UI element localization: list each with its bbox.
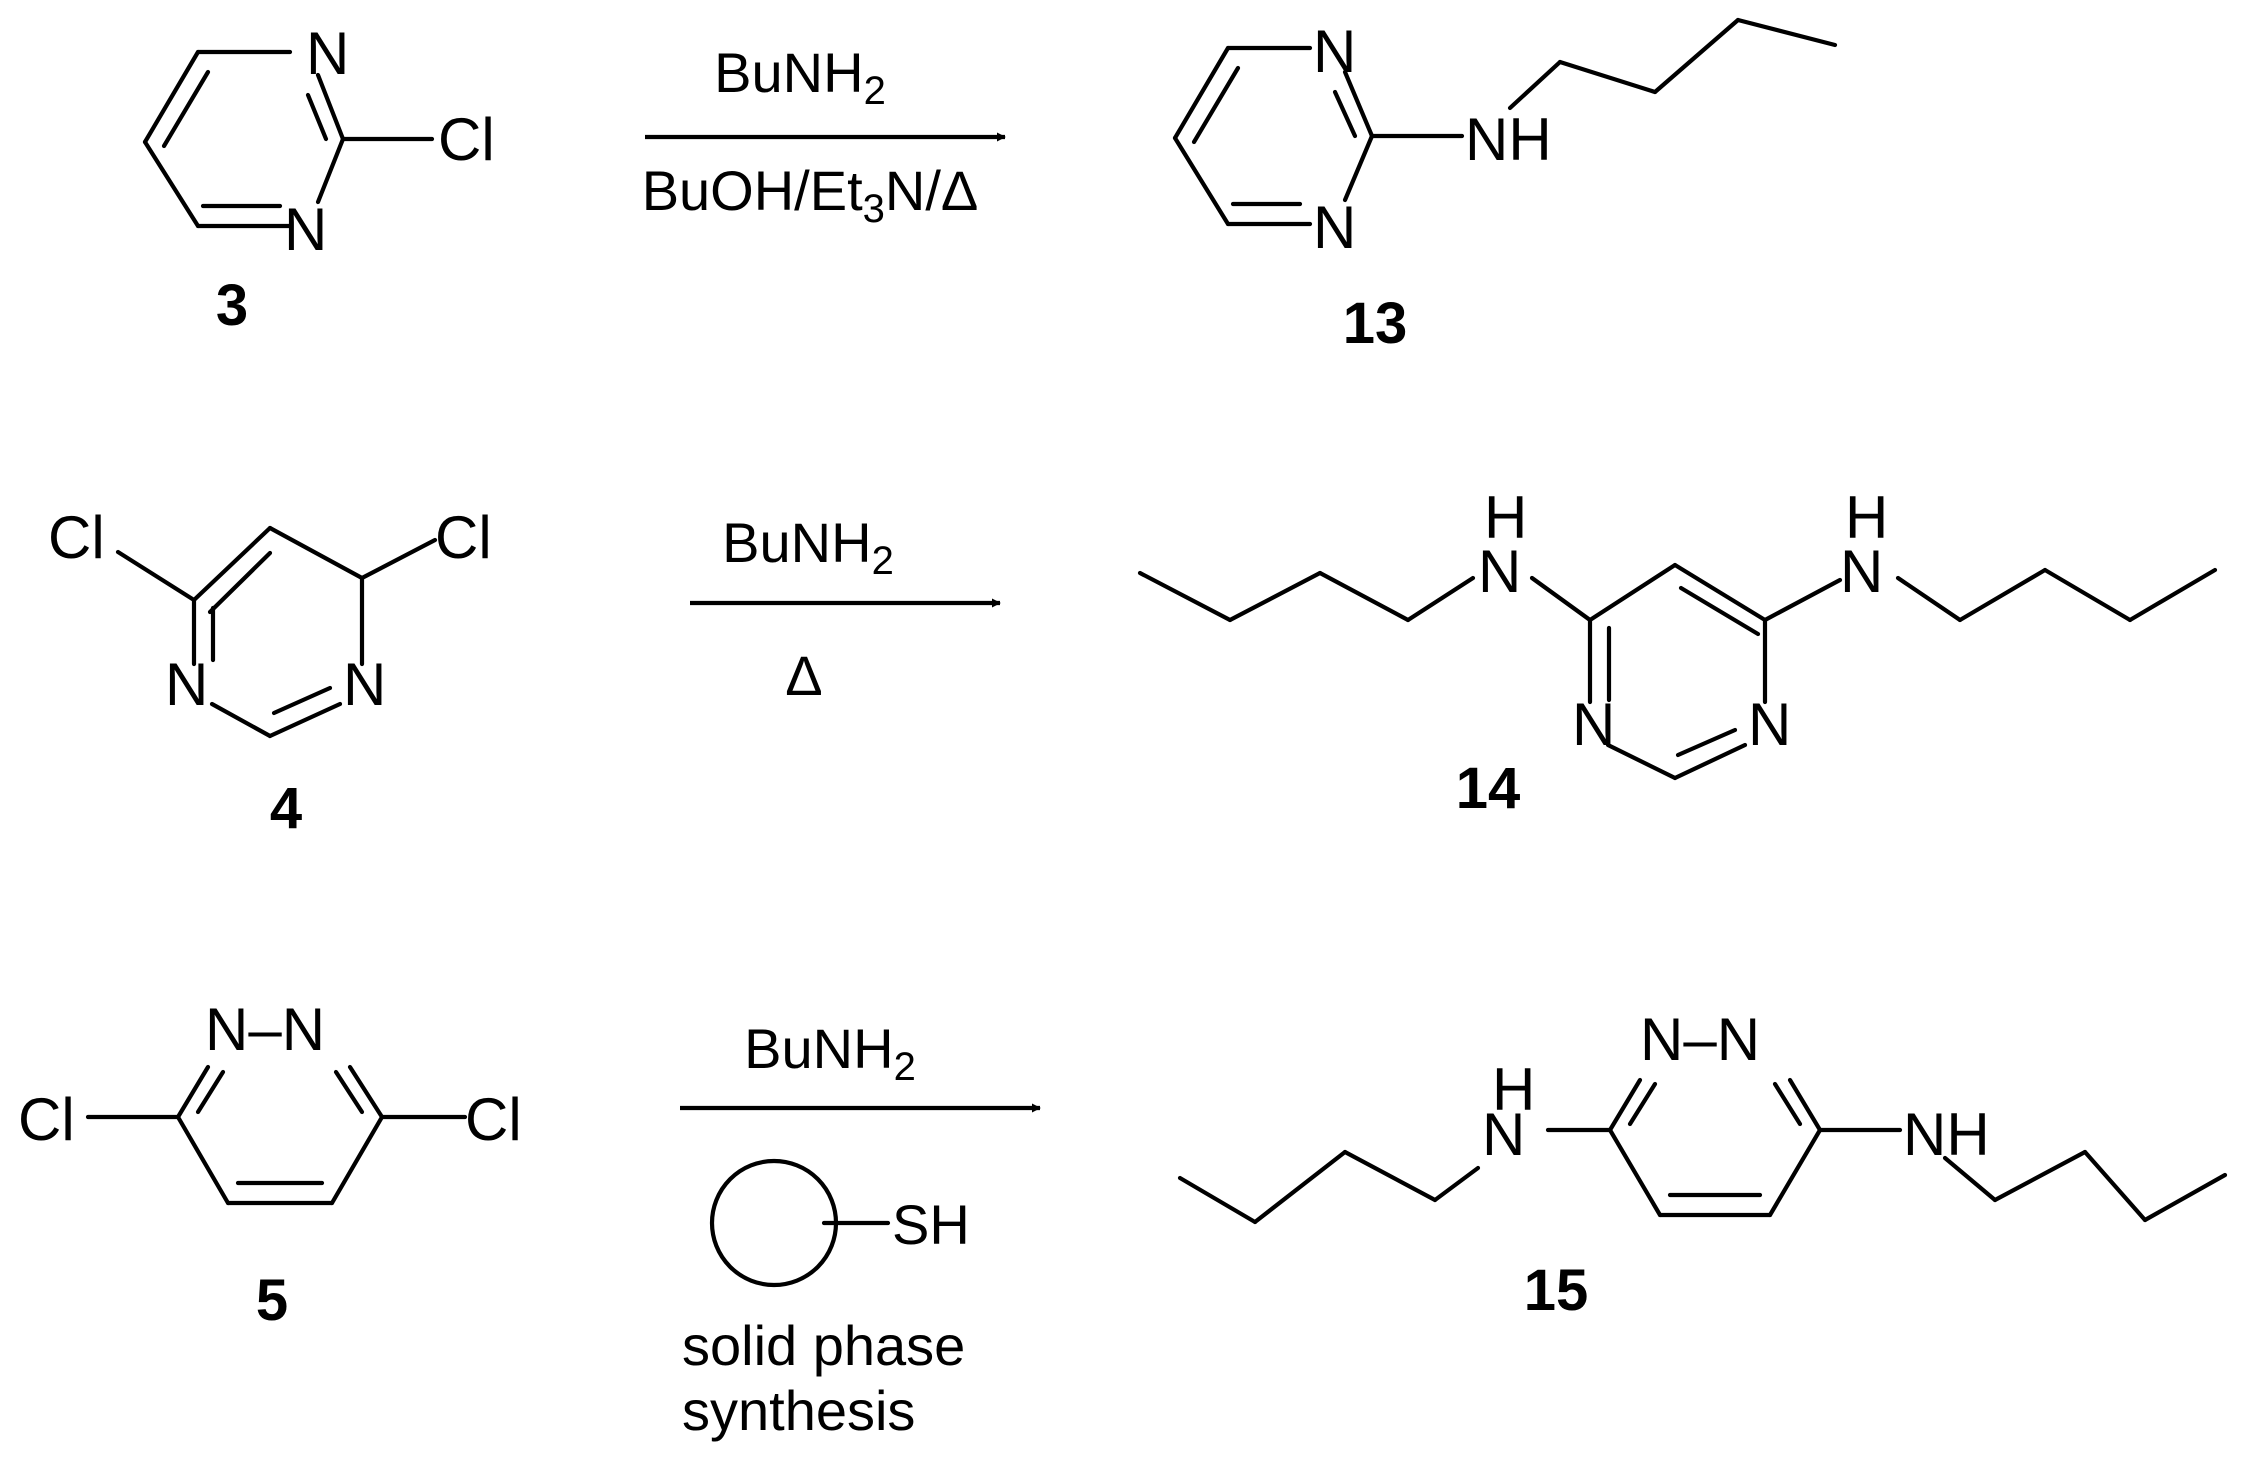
compound-3-structure: N N Cl bbox=[142, 20, 495, 263]
conditions-text: BuOH/Et3N/Δ bbox=[642, 159, 979, 231]
compound-13-structure: N N NH bbox=[1172, 17, 1838, 261]
atom-h: H bbox=[1845, 484, 1888, 551]
atom-n: N bbox=[1313, 194, 1356, 261]
atom-n: N bbox=[1840, 538, 1883, 605]
reagent-text: BuNH2 bbox=[714, 41, 886, 113]
atom-n: N bbox=[1482, 1101, 1525, 1168]
atom-cl: Cl bbox=[438, 106, 495, 173]
compound-label-3: 3 bbox=[216, 273, 248, 338]
note-line-2: synthesis bbox=[682, 1379, 915, 1442]
conditions-text: Δ bbox=[785, 644, 822, 707]
atom-cl: Cl bbox=[18, 1086, 75, 1153]
atom-nn: N–N bbox=[205, 996, 325, 1063]
atom-n: N bbox=[165, 651, 208, 718]
atom-n: N bbox=[343, 651, 386, 718]
compound-label-5: 5 bbox=[256, 1268, 288, 1333]
atom-cl: Cl bbox=[48, 504, 105, 571]
atom-nn: N–N bbox=[1640, 1006, 1760, 1073]
atom-n: N bbox=[306, 20, 349, 87]
atom-cl: Cl bbox=[435, 504, 492, 571]
compound-label-14: 14 bbox=[1456, 756, 1521, 821]
atom-n: N bbox=[1313, 18, 1356, 85]
reaction-arrow-3: BuNH2 SH solid phase synthesis bbox=[680, 1017, 1041, 1442]
atom-n: N bbox=[1748, 691, 1791, 758]
compound-label-4: 4 bbox=[270, 776, 302, 841]
compound-label-15: 15 bbox=[1524, 1258, 1589, 1323]
resin-bead-icon bbox=[709, 1158, 839, 1288]
resin-group-text: SH bbox=[892, 1193, 970, 1256]
compound-label-13: 13 bbox=[1343, 291, 1408, 356]
atom-n: N bbox=[1572, 691, 1615, 758]
compound-4-structure: Cl Cl N N bbox=[48, 504, 492, 739]
atom-h: H bbox=[1492, 1056, 1535, 1123]
atom-n: N bbox=[284, 196, 327, 263]
note-line-1: solid phase bbox=[682, 1314, 965, 1377]
reagent-text: BuNH2 bbox=[744, 1017, 916, 1089]
atom-n: N bbox=[1478, 538, 1521, 605]
compound-15-structure: N–N H N NH bbox=[1177, 1006, 2228, 1225]
reagent-text: BuNH2 bbox=[722, 511, 894, 583]
compound-5-structure: N–N Cl Cl bbox=[18, 996, 522, 1206]
atom-cl: Cl bbox=[465, 1086, 522, 1153]
reaction-arrow-1: BuNH2 BuOH/Et3N/Δ bbox=[642, 41, 1006, 231]
reaction-arrow-2: BuNH2 Δ bbox=[690, 511, 1001, 707]
compound-14-structure: H N H N N N bbox=[1137, 484, 2218, 781]
atom-nh: NH bbox=[1465, 106, 1552, 173]
atom-h: H bbox=[1484, 484, 1527, 551]
atom-nh: NH bbox=[1903, 1101, 1990, 1168]
